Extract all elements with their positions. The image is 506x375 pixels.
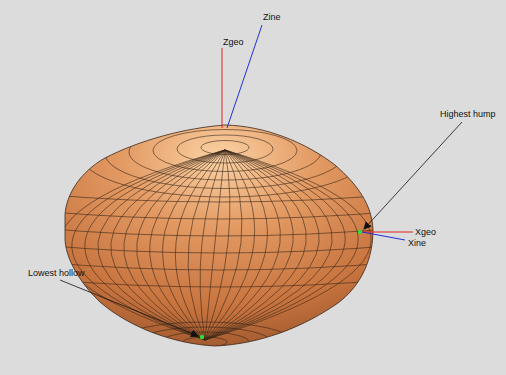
axis-label: Xine [408, 238, 426, 249]
xgeo-axis [362, 232, 413, 233]
axis-label: Zgeo [223, 37, 244, 48]
mesh-ring [161, 332, 249, 352]
xine-axis [362, 232, 405, 240]
mesh-meridian [205, 150, 319, 340]
mesh-ring [81, 113, 369, 197]
callout-label: Highest hump [440, 109, 496, 120]
leader-line [60, 280, 198, 336]
mesh-meridian [175, 150, 225, 340]
mesh-meridian [163, 150, 225, 340]
mesh-meridian [200, 150, 225, 340]
hollow-point [200, 335, 204, 339]
asteroid-body [65, 125, 373, 346]
axis-label: Xgeo [415, 227, 436, 238]
mesh-meridian [205, 150, 255, 340]
mesh-meridian [205, 150, 371, 340]
mesh-meridian [85, 150, 225, 340]
mesh-meridian [205, 150, 345, 340]
hump-point [358, 230, 362, 234]
mesh-ring [139, 327, 271, 357]
mesh-lines [40, 113, 400, 362]
mesh-meridian [205, 150, 242, 340]
mesh-meridian [205, 150, 332, 340]
asteroid-outline [65, 125, 373, 346]
mesh-meridian [205, 150, 267, 340]
mesh-meridian [205, 150, 293, 340]
mesh-latitude [40, 262, 400, 270]
mesh-meridian [150, 150, 225, 340]
mesh-latitude [40, 228, 400, 236]
mesh-latitude [40, 211, 400, 219]
mesh-meridian [111, 150, 225, 340]
mesh-ring [117, 322, 293, 362]
mesh-latitude [40, 279, 400, 287]
mesh-meridian [205, 150, 225, 340]
callout-label: Lowest hollow [28, 268, 85, 279]
leader-line [364, 122, 462, 229]
mesh-meridian [137, 150, 225, 340]
mesh-ring [177, 135, 273, 163]
mesh-meridian [205, 150, 280, 340]
mesh-meridian [188, 150, 225, 340]
axis-label: Zine [263, 12, 281, 23]
mesh-meridian [98, 150, 225, 340]
mesh-meridian [205, 150, 230, 340]
mesh-meridian [205, 150, 358, 340]
mesh-meridian [72, 150, 225, 340]
mesh-meridian [59, 150, 225, 340]
zgeo-axis [222, 48, 223, 128]
mesh-latitude [40, 245, 400, 253]
mesh-meridian [124, 150, 225, 340]
